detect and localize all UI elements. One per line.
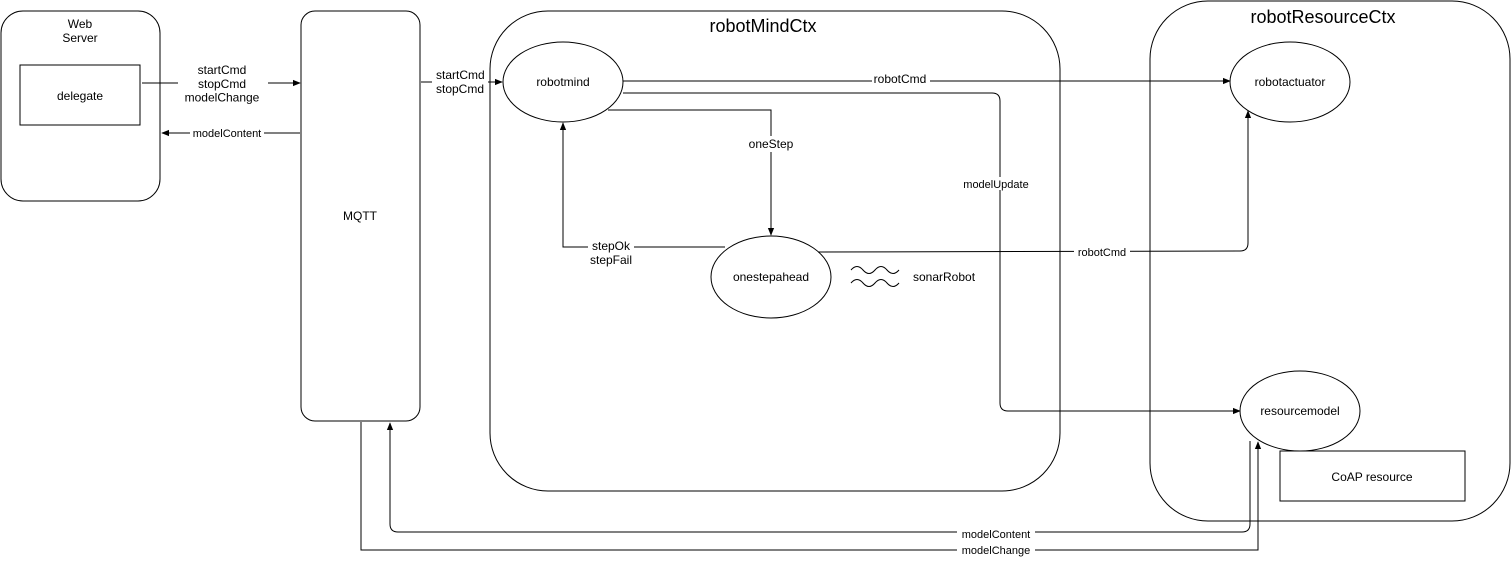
edge-label-bg [962,177,1030,190]
delegate-label: delegate [57,89,103,103]
edge-label-bg [746,136,798,152]
edge-label-bg [178,62,268,106]
edge-label-bg [957,527,1035,540]
coap-resource-label: CoAP resource [1331,470,1412,484]
edge-label-bg [957,544,1035,557]
edge-label-bg [588,239,634,267]
edge-label-bg [872,72,930,86]
resourcemodel-label: resourcemodel [1260,404,1339,418]
delegate-box [19,64,141,126]
edge-mind-to-step [608,109,775,236]
edge-model-to-mqtt [386,422,1251,533]
robot-mind-ctx-label: robotMindCtx [709,16,816,36]
mqtt-broker [300,10,421,422]
edge-label-mqtt-to-model: modelChange [962,545,1031,557]
edge-label-mind-to-step: oneStep [749,137,794,151]
robot-resource-ctx-label: robotResourceCtx [1250,7,1395,27]
edge-label-mind-to-actuator: robotCmd [874,72,927,86]
edge-label-model-to-mqtt: modelContent [962,529,1031,541]
edge-step-to-actuator [817,110,1252,253]
sonar-robot-label: sonarRobot [913,270,976,284]
edge-label-bg [1074,245,1130,258]
edge-step-to-mind [559,122,725,248]
mqtt-label: MQTT [343,209,378,223]
edge-label-step-to-actuator: robotCmd [1078,247,1126,259]
edge-label-bg [432,68,488,98]
robotmind-label: robotmind [536,75,589,89]
robot-resource-ctx [1149,0,1511,522]
robotmind-actor [502,41,624,123]
sonar-wave-icon [850,279,900,287]
robotactuator-label: robotactuator [1255,75,1326,89]
onestepahead-actor [710,235,832,319]
edge-mqtt-to-model [360,422,1262,551]
onestepahead-label: onestepahead [733,270,809,284]
edge-label-mqtt-to-ws: modelContent [193,128,262,140]
edge-label-mind-to-model: modelUpdate [963,179,1028,191]
sonar-wave-icon [850,266,900,274]
coap-resource-box [1279,450,1466,502]
edge-label-bg [190,127,264,139]
